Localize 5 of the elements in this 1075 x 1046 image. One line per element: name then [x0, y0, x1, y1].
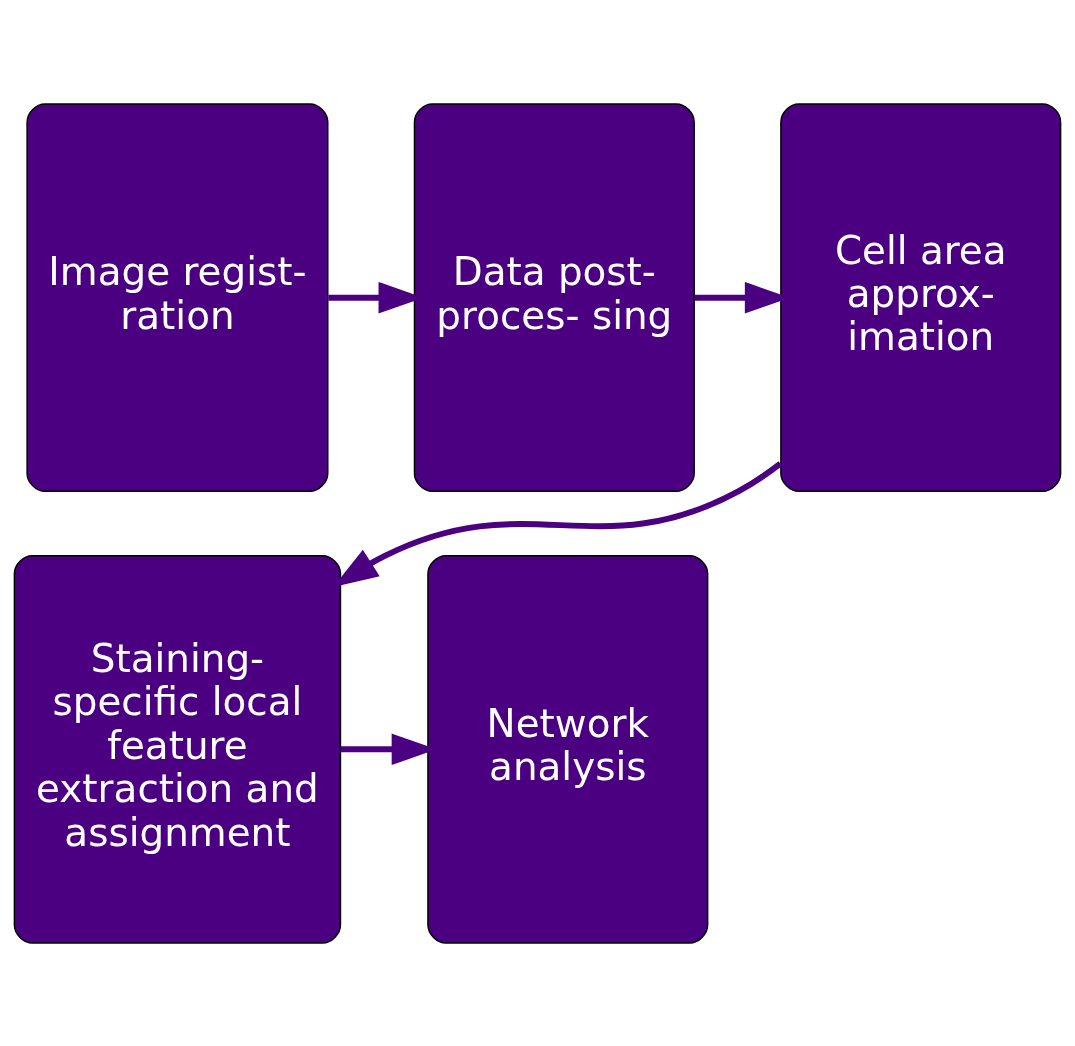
- node-box: Staining- specific local feature extraction and assignment: [13, 554, 342, 944]
- node-box: Data post- proces- sing: [413, 102, 695, 492]
- node-box: Cell area approx- imation: [780, 102, 1062, 492]
- node-box: Network analysis: [427, 554, 709, 944]
- node-box: Image regist- ration: [26, 102, 329, 492]
